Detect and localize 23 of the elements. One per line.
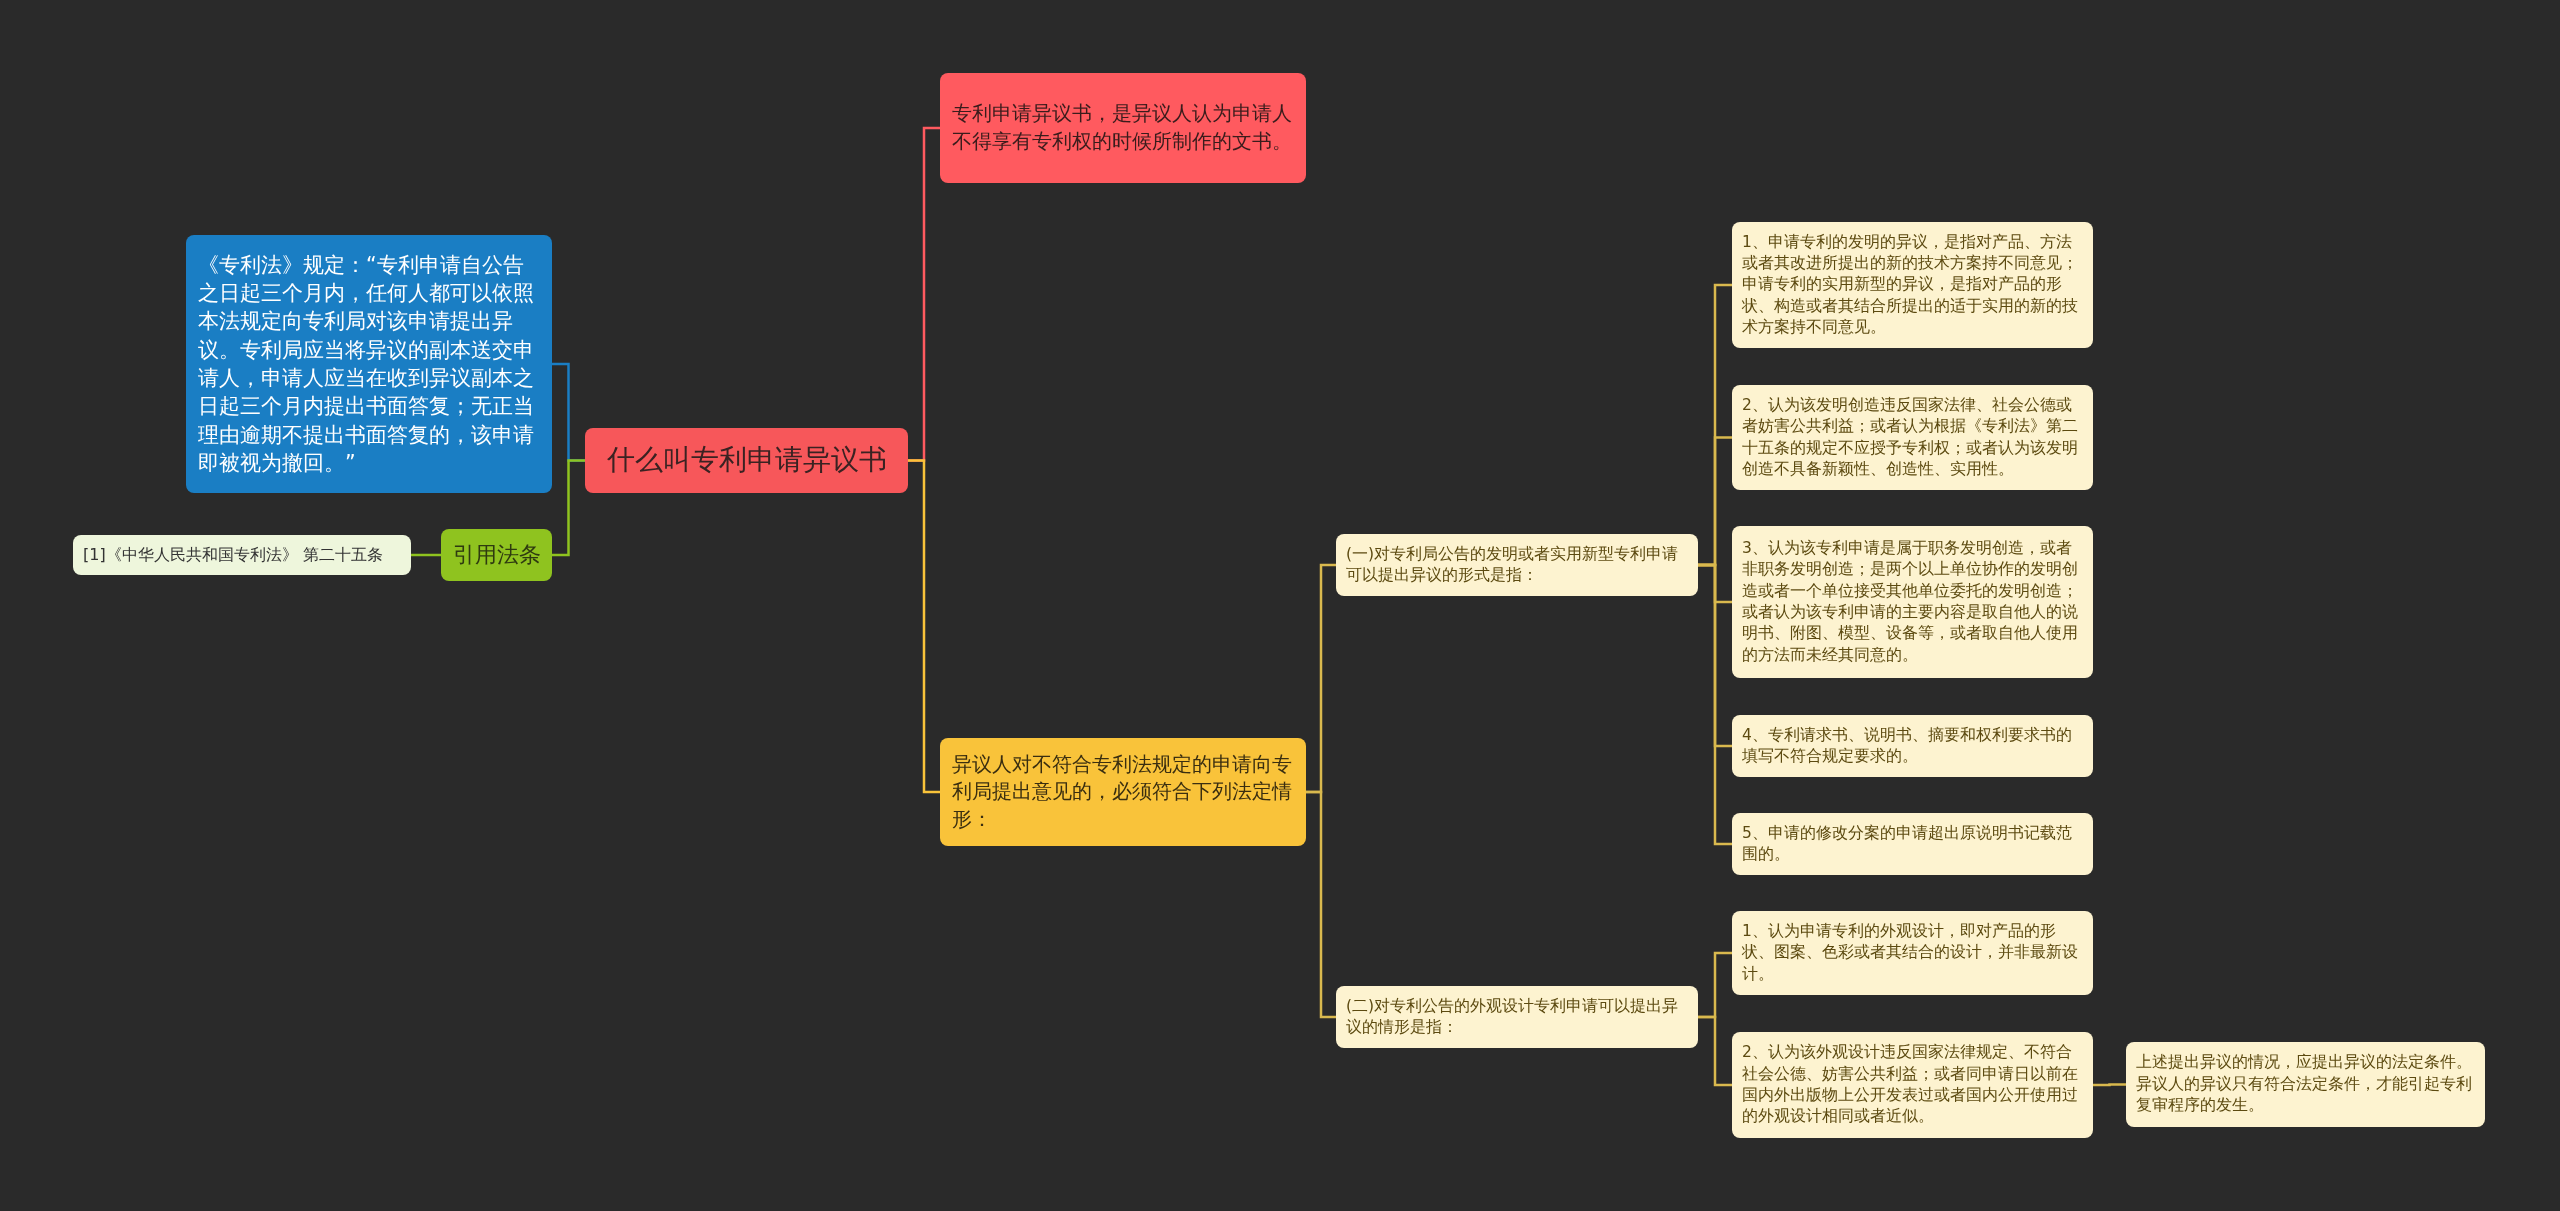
connector-line (1306, 790, 1336, 1019)
note-box: 1、认为申请专利的外观设计，即对产品的形状、图案、色彩或者其结合的设计，并非最新设计。 (1732, 911, 2093, 995)
note-box: 上述提出异议的情况，应提出异议的法定条件。异议人的异议只有符合法定条件，才能引起专利复审程序的发生。 (2126, 1042, 2485, 1127)
quote-box: 《专利法》规定：“专利申请自公告之日起三个月内，任何人都可以依照本法规定向专利局对该申请提出异议。专利局应当将异议的副本送交申请人，申请人应当在收到异议副本之日起三个月内提出书面答复；无正当理由逾期不提出书面答复的，该申请即被视为撤回。” (186, 235, 552, 493)
connector-line (552, 459, 585, 557)
connector-line (1698, 563, 1732, 846)
note-box: 4、专利请求书、说明书、摘要和权利要求书的填写不符合规定要求的。 (1732, 715, 2093, 777)
connector-line (411, 553, 441, 557)
tag-box: 引用法条 (441, 529, 552, 581)
note-box: (一)对专利局公告的发明或者实用新型专利申请可以提出异议的形式是指： (1336, 534, 1698, 596)
reference-box: [1]《中华人民共和国专利法》 第二十五条 (73, 535, 411, 575)
connector-line (908, 459, 940, 794)
connector-line (1698, 1015, 1732, 1087)
note-box: 5、申请的修改分案的申请超出原说明书记载范围的。 (1732, 813, 2093, 875)
branch-box: 专利申请异议书，是异议人认为申请人不得享有专利权的时候所制作的文书。 (940, 73, 1306, 183)
note-box: 2、认为该外观设计违反国家法律规定、不符合社会公德、妨害公共利益；或者同申请日以前在国内外出版物上公开发表过或者国内公开使用过的外观设计相同或者近似。 (1732, 1032, 2093, 1138)
note-box: 1、申请专利的发明的异议，是指对产品、方法或者其改进所提出的新的技术方案持不同意见；申请专利的实用新型的异议，是指对产品的形状、构造或者其结合所提出的适于实用的新的技术方案持不同意见。 (1732, 222, 2093, 348)
topic-box: 什么叫专利申请异议书 (585, 428, 908, 493)
connector-line (2093, 1083, 2126, 1087)
note-box: 3、认为该专利申请是属于职务发明创造，或者非职务发明创造；是两个以上单位协作的发明创造或者一个单位接受其他单位委托的发明创造；或者认为该专利申请的主要内容是取自他人的说明书、附图、模型、设备等，或者取自他人使用的方法而未经其同意的。 (1732, 526, 2093, 678)
branch-box: 异议人对不符合专利法规定的申请向专利局提出意见的，必须符合下列法定情形： (940, 738, 1306, 846)
note-box: 2、认为该发明创造违反国家法律、社会公德或者妨害公共利益；或者认为根据《专利法》第二十五条的规定不应授予专利权；或者认为该发明创造不具备新颖性、创造性、实用性。 (1732, 385, 2093, 490)
note-box: (二)对专利公告的外观设计专利申请可以提出异议的情形是指： (1336, 986, 1698, 1048)
